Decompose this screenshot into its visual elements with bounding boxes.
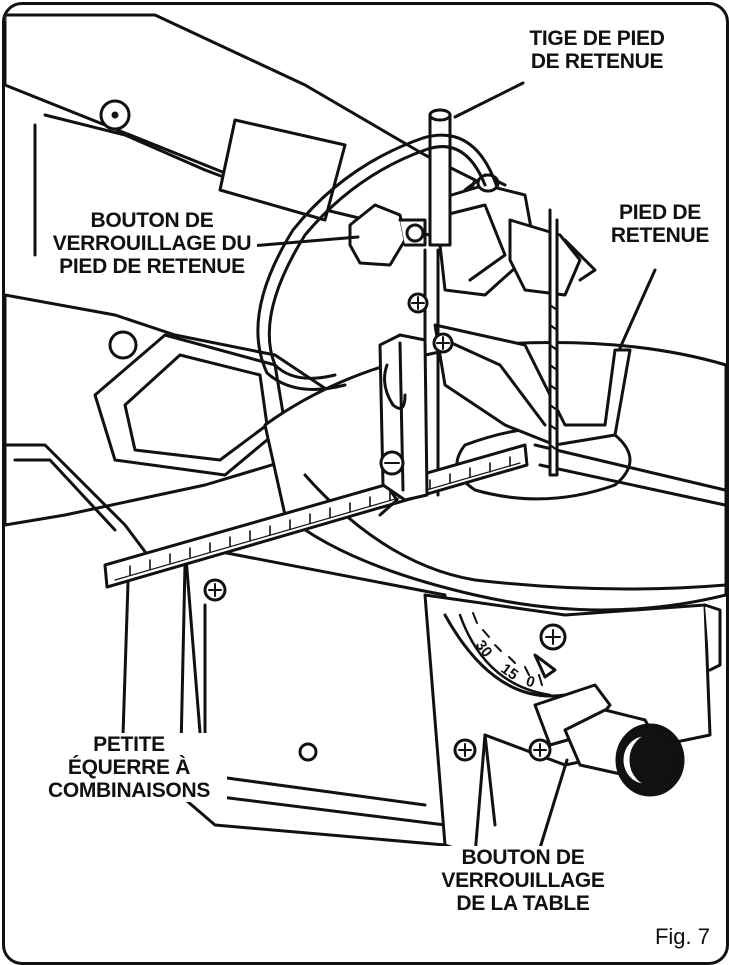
scale-tick-15: 15 [498, 660, 521, 683]
leader-tige [453, 81, 525, 119]
hold-down-assembly [407, 108, 537, 497]
leader-bouton-table [538, 758, 569, 850]
scroll-saw-illustration: 30 15 0 [5, 13, 726, 857]
hold-down-lock-knob [348, 203, 427, 267]
figure-number: Fig. 7 [652, 924, 712, 950]
label-bouton-verrouillage-table: BOUTON DE VERROUILLAGE DE LA TABLE [429, 846, 617, 915]
air-hose [267, 145, 487, 380]
scale-tick-30: 30 [472, 637, 496, 661]
upper-blade-clamp [508, 218, 582, 297]
leader-bouton-pied [249, 235, 360, 248]
label-petite-equerre: PETITE ÉQUERRE À COMBINAISONS [31, 733, 227, 802]
label-bouton-verrouillage-pied: BOUTON DE VERROUILLAGE DU PIED DE RETENU… [47, 209, 257, 278]
combination-square [103, 333, 529, 589]
label-tige-de-pied: TIGE DE PIED DE RETENUE [513, 27, 681, 73]
leader-pied [618, 268, 657, 350]
leader-equerre [121, 581, 130, 737]
leader-lines [121, 81, 657, 850]
label-pied-de-retenue: PIED DE RETENUE [601, 201, 719, 247]
table-lock-knob [533, 683, 685, 797]
tilt-scale [458, 613, 552, 697]
